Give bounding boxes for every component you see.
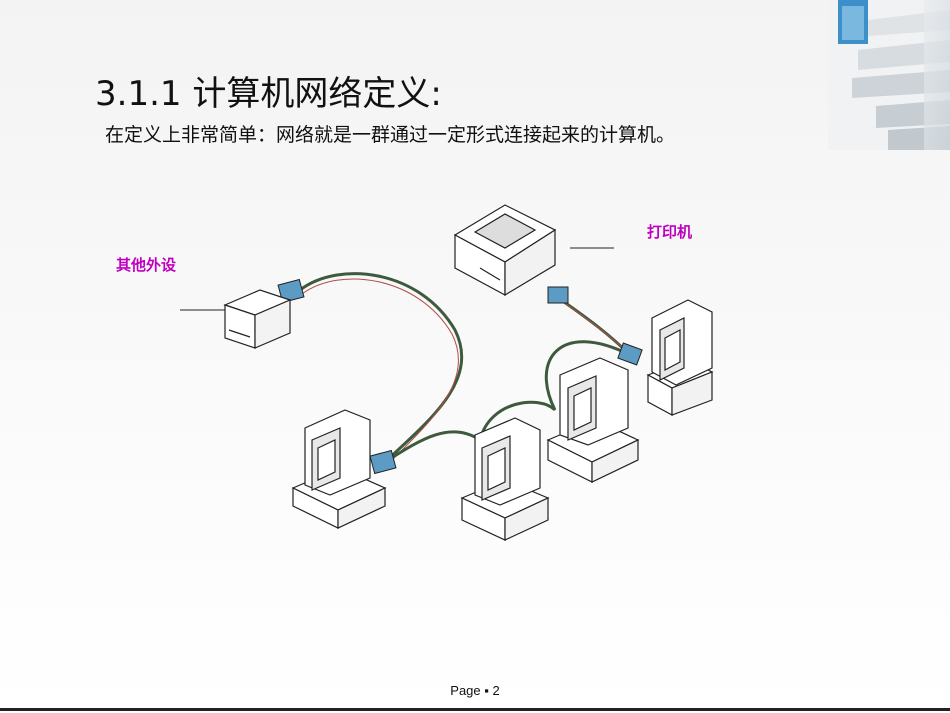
computer-icon	[460, 417, 550, 541]
connector-icon	[277, 278, 643, 475]
printer-icon	[453, 204, 557, 297]
staircase-decoration-icon	[828, 0, 950, 150]
other-devices-label: 其他外设	[116, 256, 177, 274]
bottom-border	[0, 708, 950, 711]
network-diagram	[180, 204, 714, 541]
definition-text: 在定义上非常简单：网络就是一群通过一定形式连接起来的计算机。	[105, 124, 676, 146]
page-title: 3.1.1 计算机网络定义:	[95, 74, 442, 114]
computer-icon	[291, 409, 387, 529]
computer-icon	[546, 357, 640, 483]
computer-icon	[646, 299, 714, 417]
page-number: Page ▪ 2	[450, 683, 500, 698]
peripheral-icon	[223, 289, 292, 349]
printer-label: 打印机	[647, 223, 693, 241]
